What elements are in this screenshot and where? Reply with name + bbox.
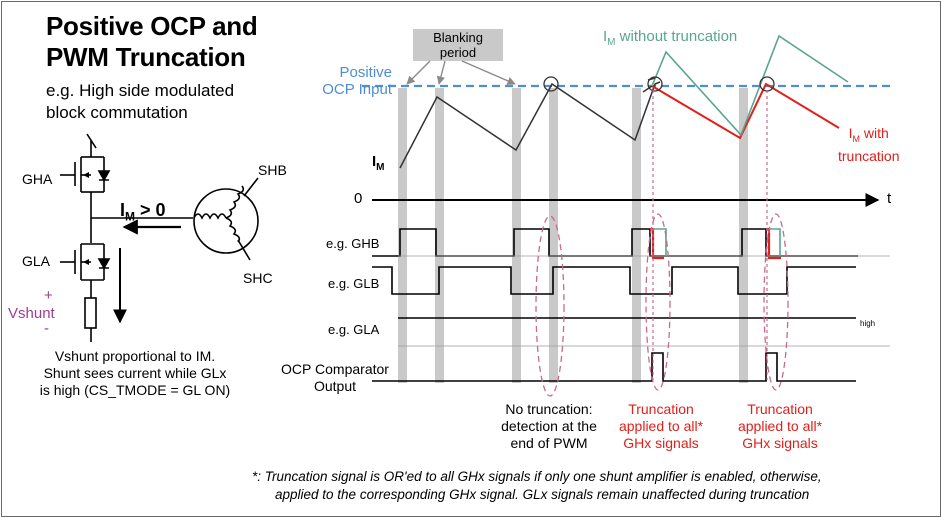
footnote-line2: applied to the corresponding GHx signal.… — [275, 487, 810, 502]
shc-label: SHC — [243, 270, 273, 286]
vshunt-note: Vshunt proportional to IM. Shunt sees cu… — [39, 348, 231, 398]
truncation-markers — [652, 90, 768, 380]
glb-label: e.g. GLB — [328, 276, 380, 291]
gla-timing-label: e.g. GLA — [328, 322, 380, 337]
ghb-truncated-2 — [766, 227, 781, 260]
vshunt-label: Vshunt — [8, 305, 55, 322]
blanking-bar — [398, 88, 407, 383]
current-label: IM > 0 — [120, 200, 166, 224]
im-without-label: IM without truncation — [603, 28, 738, 48]
shb-label: SHB — [258, 162, 287, 178]
shunt-minus: - — [44, 320, 49, 337]
blanking-bar — [435, 88, 444, 383]
blanking-bar — [549, 88, 558, 383]
motor-symbol — [193, 188, 259, 254]
ghb-untruncated-2 — [769, 228, 781, 256]
shunt-resistor — [84, 297, 97, 329]
subtitle-line2: block commutation — [46, 103, 188, 122]
glb-signal — [372, 266, 856, 295]
im-axis-label: IM — [372, 153, 385, 173]
blanking-bar — [739, 88, 748, 383]
time-label: t — [887, 190, 892, 207]
ghb-label: e.g. GHB — [326, 236, 380, 251]
title-line2: PWM Truncation — [46, 42, 246, 72]
im-with-truncation — [651, 82, 840, 140]
title-line1: Positive OCP and — [46, 11, 258, 41]
truncation-note-b: Truncation applied to all* GHx signals — [737, 401, 823, 451]
gha-label: GHA — [22, 171, 53, 187]
half-bridge-circuit — [60, 133, 259, 342]
blanking-bars — [398, 88, 748, 383]
detection-circles — [543, 76, 775, 92]
low-side-mosfet — [60, 243, 111, 281]
highlight-ellipses — [535, 213, 789, 397]
ghb-untruncated — [653, 228, 667, 256]
gla-label: GLA — [22, 253, 51, 269]
ocp-comparator-signal — [372, 352, 856, 382]
blanking-bar — [512, 88, 521, 383]
im-without-truncation — [651, 34, 849, 137]
blanking-bar — [632, 88, 641, 383]
high-side-mosfet — [60, 156, 111, 193]
im-waveform — [399, 81, 661, 169]
zero-label: 0 — [354, 190, 363, 207]
no-truncation-note: No truncation: detection at the end of P… — [501, 401, 597, 451]
blanking-label-box — [413, 29, 503, 61]
truncation-note-a: Truncation applied to all* GHx signals — [618, 401, 704, 451]
shunt-plus: + — [44, 287, 53, 304]
im-with-label: IM with truncation — [838, 125, 900, 164]
gla-high-label: high — [860, 319, 876, 328]
ghb-truncated — [650, 227, 664, 260]
ocp-input-label: Positive OCP Input — [322, 64, 392, 98]
footnote-line1: *: Truncation signal is OR'ed to all GHx… — [252, 469, 822, 484]
blanking-pointers — [406, 60, 516, 85]
subtitle-line1: e.g. High side modulated — [46, 81, 235, 100]
blanking-label: Blanking period — [433, 30, 483, 60]
ocp-comparator-label: OCP Comparator Output — [281, 361, 389, 394]
